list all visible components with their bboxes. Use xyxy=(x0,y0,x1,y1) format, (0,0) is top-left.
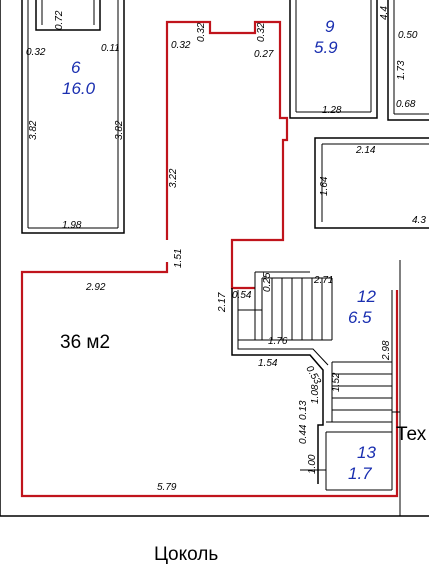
dim-label: 4.4 xyxy=(379,6,390,20)
room-6-area: 16.0 xyxy=(62,79,96,98)
dim-label: 0.13 xyxy=(298,400,309,420)
dim-label: 0.72 xyxy=(54,10,65,30)
room-labels: 6 16.0 9 5.9 12 6.5 13 1.7 xyxy=(62,17,376,483)
room-6-number: 6 xyxy=(71,58,81,77)
dim-label: 2.71 xyxy=(313,275,333,286)
dim-label: 0.50 xyxy=(398,30,418,41)
dim-label: 2.17 xyxy=(217,292,228,313)
stairs-room-12 xyxy=(231,271,400,491)
dim-label: 4.3 xyxy=(412,215,426,226)
room-13-number: 13 xyxy=(357,443,376,462)
dim-label: 3.82 xyxy=(28,120,39,140)
room-6-walls xyxy=(21,0,125,234)
side-room-label: Тех xyxy=(396,424,427,445)
dim-label: 2.14 xyxy=(355,145,376,156)
corridor-outline xyxy=(20,20,399,498)
room-13-area: 1.7 xyxy=(348,464,372,483)
dim-label: 2.92 xyxy=(85,282,106,293)
room-9-walls xyxy=(289,0,429,229)
room-9-area: 5.9 xyxy=(314,38,338,57)
floor-caption: Цоколь xyxy=(154,544,218,565)
dim-label: 1.98 xyxy=(62,220,82,231)
dim-label: 1.76 xyxy=(268,336,288,347)
room-12-number: 12 xyxy=(357,287,376,306)
dim-label: 1.51 xyxy=(173,249,184,268)
dim-label: 0.54 xyxy=(232,290,252,301)
dim-label: 1.54 xyxy=(258,358,278,369)
dim-label: 0.32 xyxy=(26,47,46,58)
dim-label: 1.64 xyxy=(319,176,330,196)
dim-label: 1.73 xyxy=(396,60,407,80)
dim-label: 3.82 xyxy=(114,120,125,140)
room-12-area: 6.5 xyxy=(348,308,372,327)
dim-label: 1.28 xyxy=(322,105,342,116)
dim-label: 0.25 xyxy=(262,272,273,292)
dim-label: 3.22 xyxy=(168,168,179,188)
dim-label: 0.27 xyxy=(254,49,274,60)
dim-label: 1.08 xyxy=(310,384,321,404)
dim-label: 0.32 xyxy=(256,22,267,42)
dim-label: 2.98 xyxy=(381,340,392,361)
dim-label: 5.79 xyxy=(157,482,177,493)
dim-label: 0.44 xyxy=(298,424,309,444)
dim-label: 0.11 xyxy=(101,43,120,54)
dim-label: 1.52 xyxy=(331,372,342,392)
main-room-area-label: 36 м2 xyxy=(60,332,110,353)
dim-label: 0.32 xyxy=(171,40,191,51)
dim-label: 0.68 xyxy=(396,99,416,110)
room-9-number: 9 xyxy=(325,17,335,36)
dim-label: 1.00 xyxy=(307,454,318,474)
dim-label: 0.32 xyxy=(196,22,207,42)
dimension-labels: 0.72 0.32 0.11 3.82 3.82 1.98 0.32 0.32 … xyxy=(26,6,426,493)
outer-frame xyxy=(0,0,429,517)
